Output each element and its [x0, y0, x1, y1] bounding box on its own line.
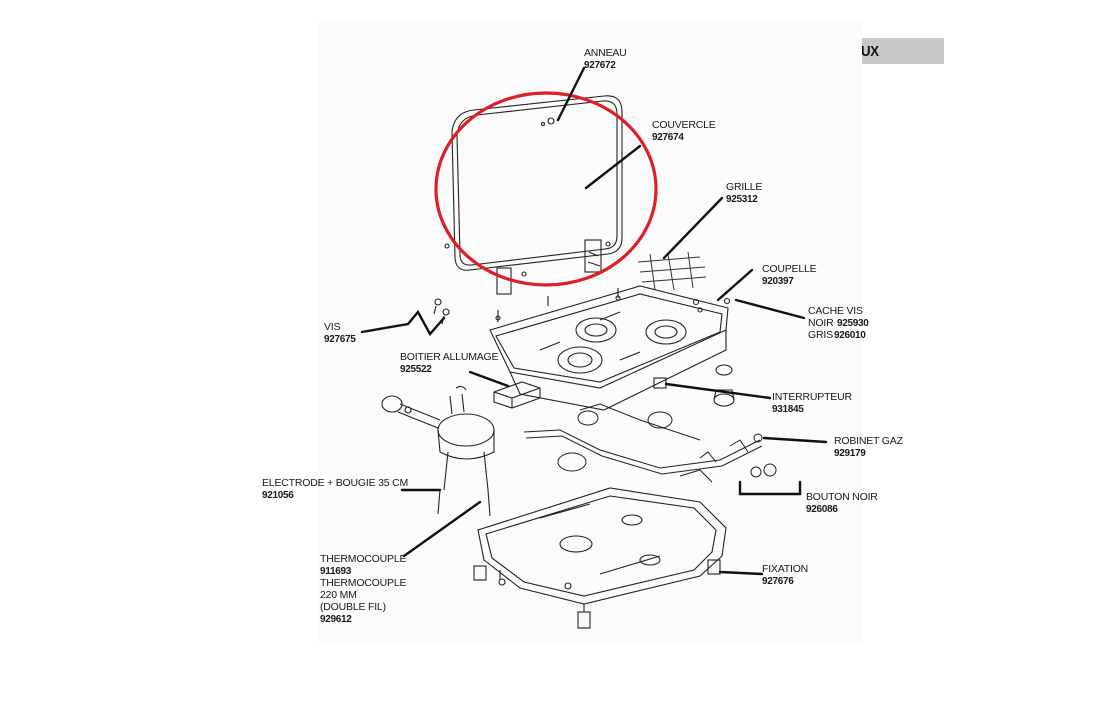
label-coupelle: COUPELLE 920397 [762, 263, 817, 287]
label-interrupteur: INTERRUPTEUR 931845 [772, 391, 853, 415]
label-anneau: ANNEAU 927672 [584, 47, 627, 71]
label-electrode: ELECTRODE + BOUGIE 35 CM 921056 [262, 477, 408, 501]
label-name: ELECTRODE + BOUGIE 35 CM [262, 477, 408, 489]
label-code-1: 911693 [320, 566, 352, 577]
label-name: GRILLE [726, 181, 762, 193]
label-fixation: FIXATION 927676 [762, 563, 808, 587]
top-plate-drawing [489, 285, 729, 411]
label-code: 926086 [806, 504, 838, 515]
grille-drawing [637, 251, 707, 291]
label-name: VIS [324, 321, 341, 333]
label-code-2: 929612 [320, 614, 352, 625]
bottom-tray-drawing [473, 487, 727, 629]
label-boitier: BOITIER ALLUMAGE 925522 [400, 351, 499, 375]
label-name: COUVERCLE [652, 119, 716, 131]
label-name: ANNEAU [584, 47, 627, 59]
label-name: BOUTON NOIR [806, 491, 878, 503]
highlight-circle [434, 91, 658, 287]
pipes-drawing [523, 403, 777, 483]
label-cache-vis: CACHE VIS NOIR 925930 GRIS 926010 [808, 305, 870, 341]
leader-lines [360, 66, 828, 576]
label-line-3: (DOUBLE FIL) [320, 601, 386, 613]
label-line-2: 220 MM [320, 589, 357, 601]
label-noir-code: 925930 [837, 318, 869, 329]
label-code: 927676 [762, 576, 794, 587]
label-name: BOITIER ALLUMAGE [400, 351, 499, 363]
label-code: 927672 [584, 60, 616, 71]
label-code: 931845 [772, 404, 804, 415]
label-vis: VIS 927675 [324, 321, 357, 345]
label-name: FIXATION [762, 563, 808, 575]
label-robinet: ROBINET GAZ 929179 [834, 435, 904, 459]
label-noir: NOIR [808, 317, 834, 329]
label-bouton: BOUTON NOIR 926086 [806, 491, 879, 515]
label-gris-code: 926010 [834, 330, 866, 341]
drawing-area [318, 22, 862, 642]
label-name: CACHE VIS [808, 305, 863, 317]
label-name-2: THERMOCOUPLE [320, 577, 406, 589]
label-thermocouple: THERMOCOUPLE 911693 THERMOCOUPLE 220 MM … [320, 553, 407, 625]
label-code: 920397 [762, 276, 794, 287]
label-couvercle: COUVERCLE 927674 [652, 119, 716, 143]
boitier-drawing [493, 381, 541, 409]
part-labels: ANNEAU 927672 COUVERCLE 927674 GRILLE 92… [262, 47, 904, 625]
label-name-1: THERMOCOUPLE [320, 553, 406, 565]
label-grille: GRILLE 925312 [726, 181, 763, 205]
label-name: INTERRUPTEUR [772, 391, 852, 403]
label-name: COUPELLE [762, 263, 817, 275]
label-gris: GRIS [808, 329, 833, 341]
switch-drawing [653, 297, 735, 407]
label-code: 927674 [652, 132, 684, 143]
label-code: 925312 [726, 194, 758, 205]
label-code: 929179 [834, 448, 866, 459]
label-code: 925522 [400, 364, 432, 375]
burner-assembly-drawing [381, 385, 495, 517]
label-code: 927675 [324, 334, 356, 345]
label-code: 921056 [262, 490, 294, 501]
label-name: ROBINET GAZ [834, 435, 904, 447]
